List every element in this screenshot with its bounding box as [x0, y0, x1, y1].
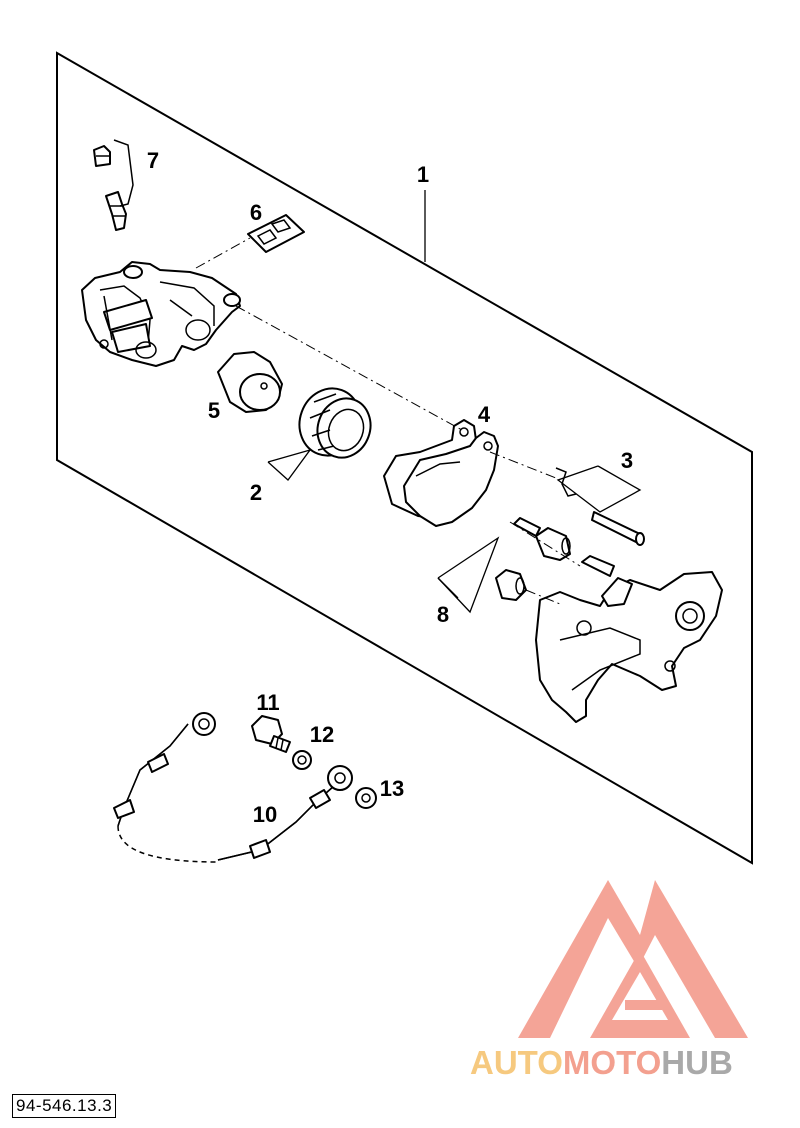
callout-5: 5 — [208, 398, 220, 423]
part-8-bushings — [495, 517, 615, 601]
watermark-logo — [518, 880, 748, 1038]
part-4-brake-pads — [383, 419, 499, 527]
part-5-piston — [217, 351, 283, 413]
part-12-washer-hole — [297, 755, 307, 765]
part-3-pin-and-clip — [555, 467, 645, 546]
part-10-brake-hose — [113, 712, 353, 863]
part-2-seals — [298, 387, 372, 459]
part-11-banjo-bolt — [251, 715, 291, 753]
callout-2: 2 — [250, 480, 262, 505]
callout-1: 1 — [417, 162, 429, 187]
document-number: 94-546.13.3 — [12, 1094, 117, 1118]
callout-6: 6 — [250, 200, 262, 225]
part-6-clip — [247, 214, 305, 253]
part-13-washer — [355, 787, 377, 809]
leader-lines — [267, 190, 642, 614]
callout-10: 10 — [253, 802, 277, 827]
callout-3: 3 — [621, 448, 633, 473]
part-7-bleeder-screws — [93, 139, 134, 231]
part-1-caliper-body — [81, 261, 241, 367]
callout-13: 13 — [380, 776, 404, 801]
watermark-wordmark: AUTOMOTOHUB — [470, 1044, 733, 1081]
callout-12: 12 — [310, 722, 334, 747]
callout-8: 8 — [437, 602, 449, 627]
assembly-lines — [195, 237, 581, 605]
callout-4: 4 — [478, 402, 491, 427]
callout-7: 7 — [147, 148, 159, 173]
assembly-frame — [56, 51, 753, 865]
part-13-washer-hole — [361, 793, 371, 803]
callout-11: 11 — [256, 690, 279, 715]
caliper-bracket — [535, 571, 723, 723]
part-12-washer — [292, 750, 312, 770]
